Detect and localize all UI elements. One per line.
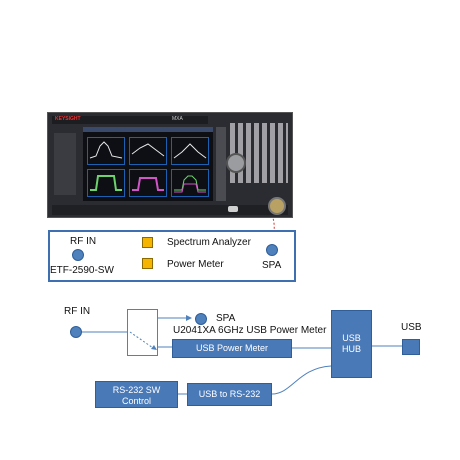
screen-trace-5 bbox=[129, 169, 167, 197]
trace-5-graph bbox=[132, 177, 164, 191]
instrument-top-bar: KEYSIGHT MXA bbox=[52, 116, 208, 124]
instrument-rf-port bbox=[268, 197, 286, 215]
usb-to-rs232-box: USB to RS-232 bbox=[187, 383, 272, 406]
rs232-to-hub-line bbox=[271, 365, 332, 395]
usb-power-meter-label: USB Power Meter bbox=[195, 343, 269, 353]
usb-port-box bbox=[402, 339, 420, 355]
screen-trace-4 bbox=[87, 169, 125, 197]
usb-hub-label-line2: HUB bbox=[341, 344, 361, 354]
spectrum-analyzer-instrument: KEYSIGHT MXA bbox=[47, 112, 293, 218]
panel-spa-connector bbox=[266, 244, 278, 256]
usb-hub-box: USB HUB bbox=[331, 310, 372, 378]
rf-switch-box bbox=[127, 309, 158, 356]
screen-trace-2 bbox=[129, 137, 167, 165]
panel-rf-in-connector bbox=[72, 249, 84, 261]
panel-etf-label: ETF-2590-SW bbox=[50, 265, 114, 276]
trace-4-graph bbox=[90, 175, 122, 191]
usb-power-meter-box: USB Power Meter bbox=[172, 339, 292, 358]
switch-arm bbox=[129, 331, 157, 351]
spectrum-analyzer-label: Spectrum Analyzer bbox=[167, 237, 251, 248]
instrument-softkeys bbox=[216, 127, 226, 201]
screen-trace-3 bbox=[171, 137, 209, 165]
power-meter-indicator bbox=[142, 258, 153, 269]
power-meter-label: Power Meter bbox=[167, 259, 224, 270]
screen-header bbox=[83, 127, 213, 132]
panel-spa-label: SPA bbox=[262, 260, 282, 271]
spa-connector bbox=[195, 313, 207, 325]
instrument-brand: KEYSIGHT bbox=[55, 116, 81, 122]
rs232-control-line1: RS-232 SW bbox=[112, 385, 161, 395]
trace-1-graph bbox=[89, 141, 123, 159]
switch-panel bbox=[48, 230, 296, 282]
trace-2-graph bbox=[131, 143, 165, 157]
spa-label: SPA bbox=[216, 313, 236, 324]
instrument-keypad bbox=[230, 123, 288, 183]
instrument-knob bbox=[226, 153, 246, 173]
instrument-power-button bbox=[228, 206, 238, 212]
rs232-control-box: RS-232 SW Control bbox=[95, 381, 178, 408]
screen-trace-6 bbox=[171, 169, 209, 197]
instrument-screen bbox=[83, 127, 213, 201]
screen-trace-1 bbox=[87, 137, 125, 165]
spectrum-analyzer-indicator bbox=[142, 237, 153, 248]
usb-to-rs232-label: USB to RS-232 bbox=[198, 389, 261, 399]
trace-3-graph bbox=[173, 143, 207, 159]
rs232-control-line2: Control bbox=[121, 396, 151, 406]
rf-in-connector bbox=[70, 326, 82, 338]
trace-6-graph bbox=[174, 175, 206, 193]
power-meter-title: U2041XA 6GHz USB Power Meter bbox=[173, 325, 327, 336]
instrument-model: MXA bbox=[172, 116, 183, 122]
rf-in-label: RF IN bbox=[64, 306, 91, 317]
instrument-left-buttons bbox=[54, 133, 76, 195]
usb-hub-label-line1: USB bbox=[342, 333, 361, 343]
spa-arrowhead bbox=[186, 315, 192, 321]
instrument-bottom-strip bbox=[52, 205, 288, 215]
panel-rf-in-label: RF IN bbox=[70, 236, 97, 247]
usb-port-label: USB bbox=[401, 322, 422, 333]
